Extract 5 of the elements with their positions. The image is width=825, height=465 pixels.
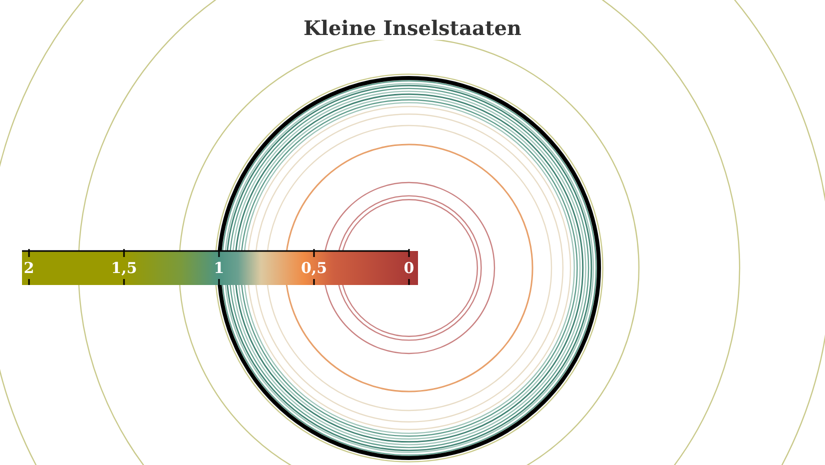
scale-label: 0 [404,258,414,278]
scale-label: 1 [214,258,224,278]
scale-label: 1,5 [110,258,138,278]
scale-label: 0,5 [300,258,328,278]
scale-label: 2 [24,258,34,278]
